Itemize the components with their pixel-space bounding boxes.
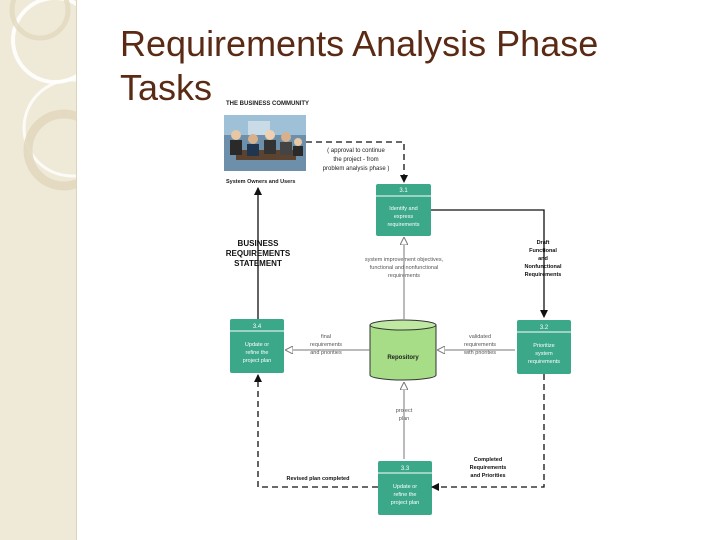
svg-text:with priorities: with priorities	[463, 350, 496, 356]
svg-text:Requirements: Requirements	[470, 465, 507, 471]
svg-text:( approval to continue: ( approval to continue	[327, 148, 385, 154]
svg-text:validated: validated	[469, 334, 491, 340]
svg-text:project plan: project plan	[243, 358, 271, 364]
task-id: 3.2	[540, 325, 549, 331]
svg-text:refine the: refine the	[246, 350, 269, 356]
task-3-4-box: 3.4 Update or refine the project plan	[230, 319, 284, 373]
decorative-sidebar	[0, 0, 77, 540]
svg-text:Nonfunctional: Nonfunctional	[525, 264, 562, 270]
svg-text:Requirements: Requirements	[525, 272, 562, 278]
svg-text:Draft: Draft	[537, 240, 550, 246]
repository-label: Repository	[387, 355, 419, 361]
slide-title: Requirements Analysis Phase Tasks	[120, 22, 680, 110]
task-3-1-box: 3.1 Identify and express requirements	[376, 184, 431, 236]
svg-text:and priorities: and priorities	[310, 350, 342, 356]
task-3-3-box: 3.3 Update or refine the project plan	[378, 461, 432, 515]
final-requirements-note: final requirements and priorities	[310, 334, 342, 356]
svg-text:requirements: requirements	[528, 359, 560, 365]
repository-arrows	[286, 238, 515, 459]
validated-requirements-note: validated requirements with priorities	[463, 334, 496, 356]
system-owners-users-label: System Owners and Users	[226, 179, 295, 185]
svg-text:requirements: requirements	[464, 342, 496, 348]
svg-text:and Priorities: and Priorities	[470, 473, 505, 479]
svg-text:Update or: Update or	[245, 342, 269, 348]
svg-text:and: and	[538, 256, 548, 262]
requirements-analysis-diagram: THE BUSINESS COMMUNITY System Owners and…	[224, 101, 571, 515]
flow-arrows	[254, 141, 548, 491]
task-id: 3.1	[399, 188, 408, 194]
business-community-label: THE BUSINESS COMMUNITY	[226, 101, 309, 107]
title-line-2: Tasks	[120, 67, 213, 108]
svg-text:requirements: requirements	[310, 342, 342, 348]
svg-text:Functional: Functional	[529, 248, 557, 254]
svg-text:Prioritize: Prioritize	[533, 343, 554, 349]
business-people-photo	[224, 115, 306, 171]
svg-text:express: express	[394, 214, 414, 220]
svg-text:requirements: requirements	[387, 222, 419, 228]
svg-text:Identify and: Identify and	[389, 206, 417, 212]
revised-plan-note: Revised plan completed	[287, 476, 350, 482]
svg-text:problem analysis phase ): problem analysis phase )	[323, 166, 390, 172]
task-id: 3.4	[253, 324, 262, 330]
svg-text:Completed: Completed	[474, 457, 502, 463]
svg-text:system: system	[535, 351, 553, 357]
draft-requirements-note: Draft Functional and Nonfunctional Requi…	[525, 240, 562, 278]
task-3-2-box: 3.2 Prioritize system requirements	[517, 320, 571, 374]
repository-cylinder: Repository	[369, 319, 437, 381]
title-line-1: Requirements Analysis Phase	[120, 23, 599, 64]
svg-text:final: final	[321, 334, 331, 340]
completed-requirements-note: Completed Requirements and Priorities	[470, 457, 507, 479]
svg-text:Update or: Update or	[393, 484, 417, 490]
svg-text:the project - from: the project - from	[333, 157, 378, 163]
task-id: 3.3	[401, 466, 410, 472]
approval-note: ( approval to continue the project - fro…	[323, 148, 390, 172]
svg-text:project plan: project plan	[391, 500, 419, 506]
decorative-circles	[9, 0, 76, 191]
svg-text:refine the: refine the	[394, 492, 417, 498]
